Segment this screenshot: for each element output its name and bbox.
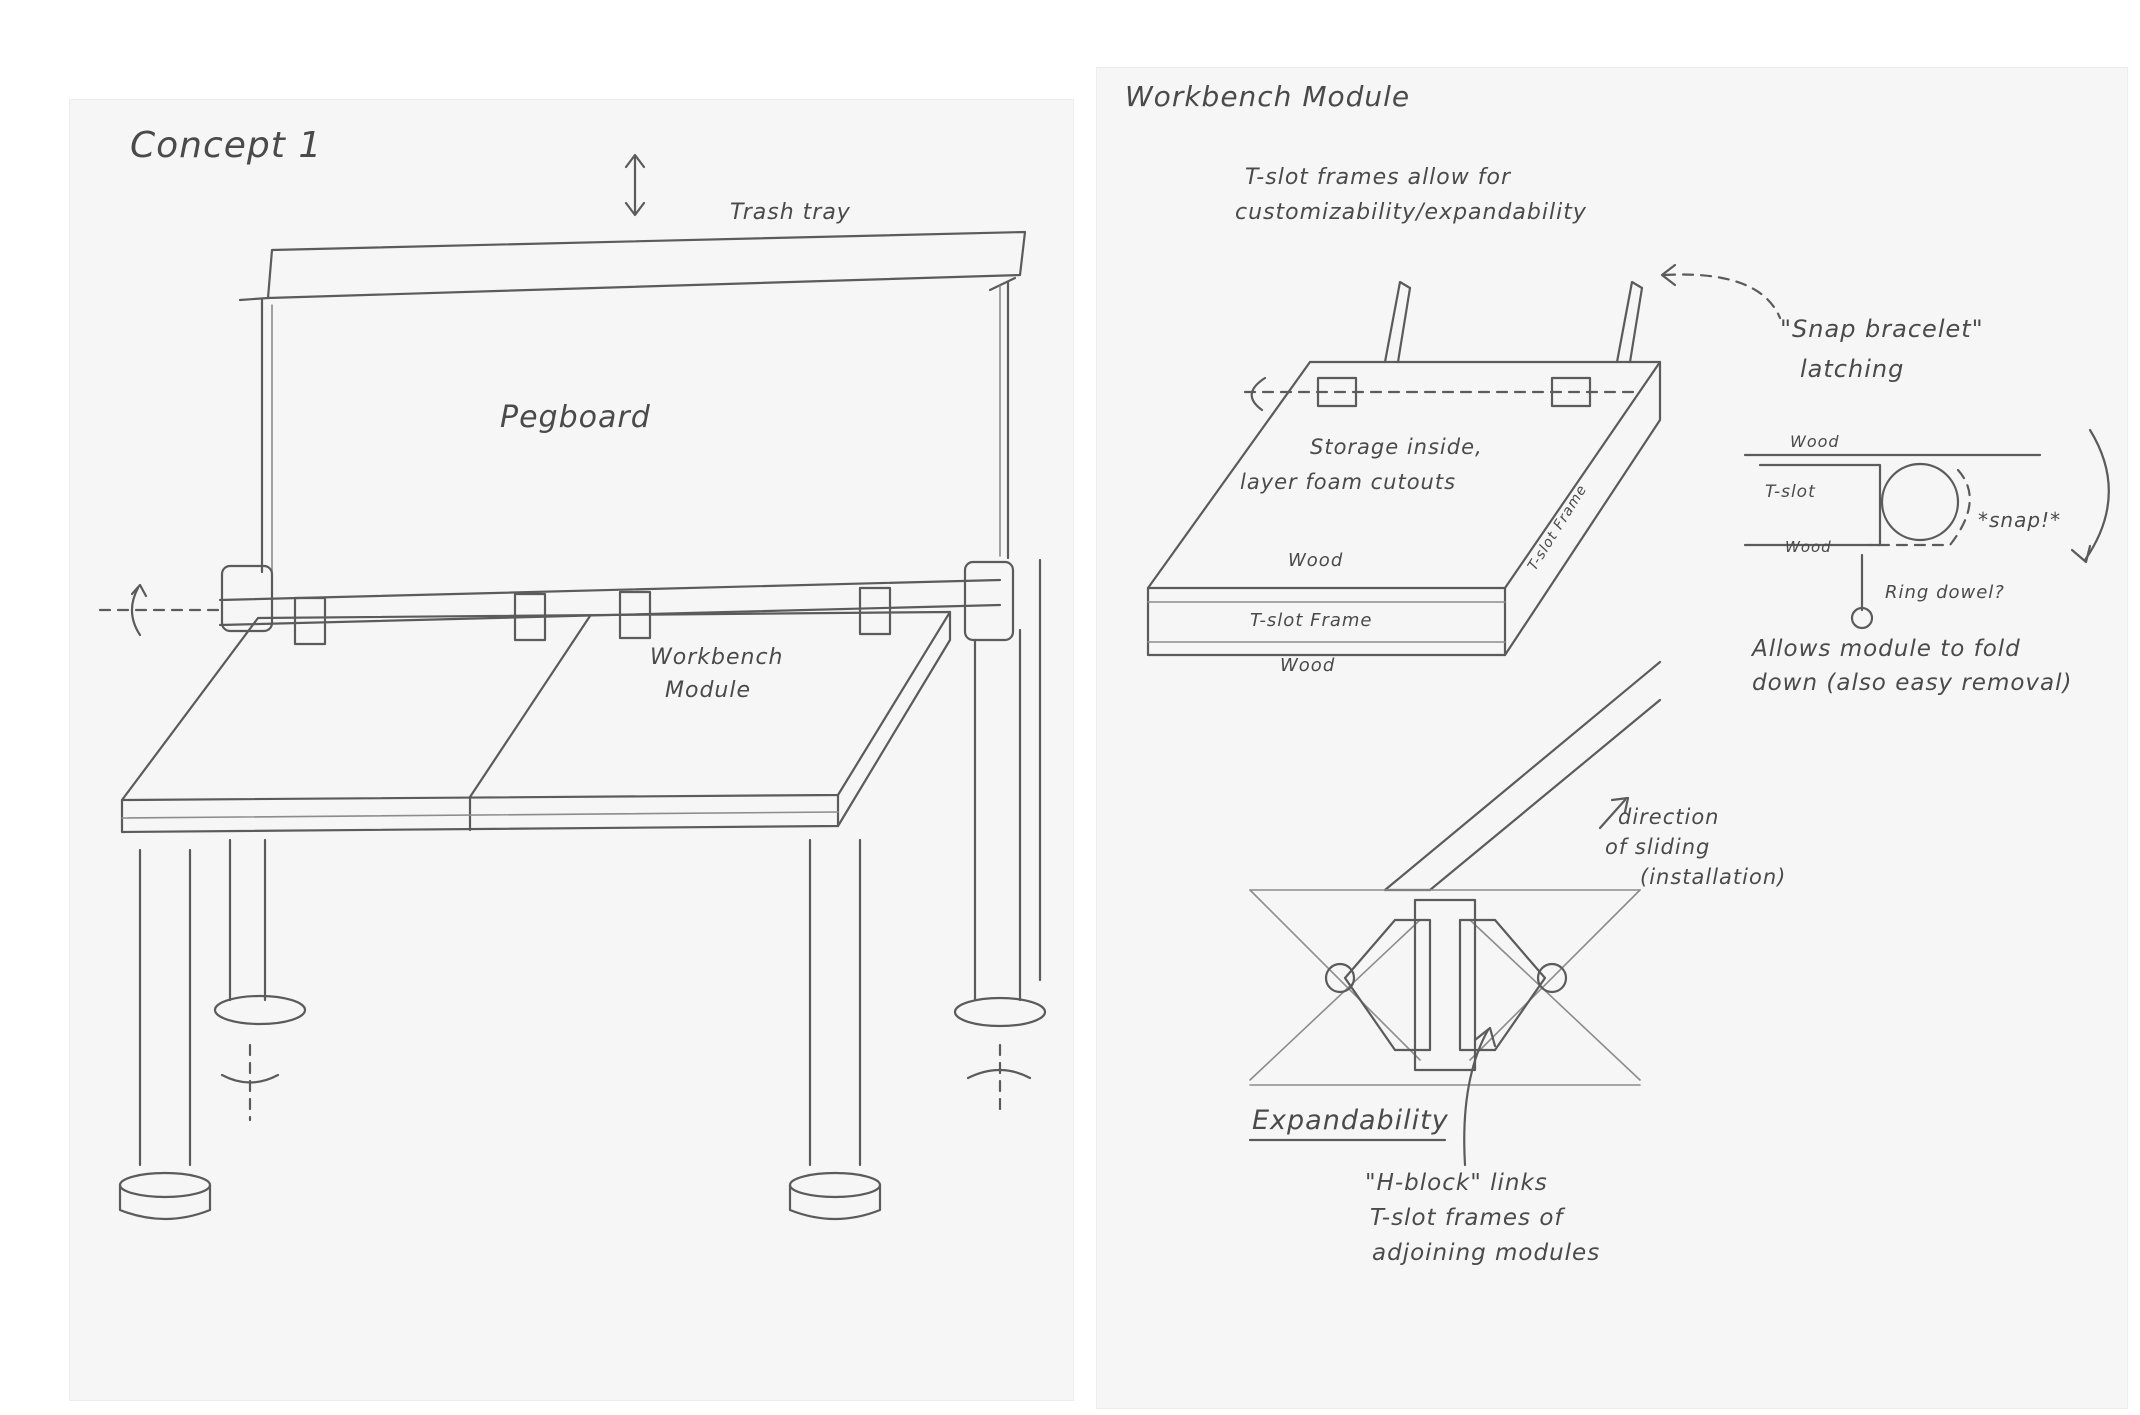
- sliding-note-line-1: direction: [1618, 805, 1720, 829]
- ring-dowel-label: Ring dowel?: [1885, 582, 2005, 603]
- trash-tray-shape: [240, 232, 1025, 300]
- vertical-adjust-arrow: [626, 155, 644, 215]
- latch-wood-bottom-label: Wood: [1785, 538, 1832, 556]
- workbench-module-label-1: Workbench: [650, 645, 783, 670]
- expandability-label: Expandability: [1252, 1105, 1449, 1136]
- snap-bracelet-label-2: latching: [1800, 355, 1904, 383]
- tslot-frame-front-label: T-slot Frame: [1250, 610, 1373, 631]
- concept-title: Concept 1: [130, 125, 322, 166]
- h-block-note-line-3: adjoining modules: [1372, 1240, 1600, 1266]
- pegboard-label: Pegboard: [500, 400, 651, 435]
- sliding-note-line-2: of sliding: [1605, 835, 1710, 859]
- storage-label-1: Storage inside,: [1310, 435, 1483, 459]
- workbench-top: [122, 612, 950, 832]
- workbench-legs: [120, 560, 1045, 1219]
- trash-tray-label: Trash tray: [730, 200, 851, 225]
- workbench-module-label-2: Module: [665, 678, 751, 703]
- h-block-note-line-1: "H-block" links: [1365, 1170, 1548, 1196]
- hinge-rod: [100, 562, 1013, 644]
- fold-note-line-2: down (also easy removal): [1752, 670, 2073, 696]
- module-title: Workbench Module: [1125, 80, 1410, 113]
- sliding-note-line-3: (installation): [1640, 865, 1786, 889]
- tslot-note-line-1: T-slot frames allow for: [1245, 165, 1511, 190]
- storage-label-2: layer foam cutouts: [1240, 470, 1456, 494]
- snap-bracelet-arrow: [1662, 265, 1780, 318]
- tslot-note-line-2: customizability/expandability: [1235, 200, 1587, 225]
- wood-bottom-label: Wood: [1280, 655, 1335, 676]
- snap-word-label: *snap!*: [1978, 508, 2061, 532]
- latch-wood-top-label: Wood: [1790, 432, 1840, 451]
- wood-top-label: Wood: [1288, 550, 1343, 571]
- fold-note-line-1: Allows module to fold: [1752, 636, 2021, 662]
- latch-tslot-label: T-slot: [1765, 482, 1816, 502]
- snap-bracelet-label-1: "Snap bracelet": [1780, 315, 1984, 343]
- module-box: [1148, 282, 1660, 655]
- h-block-note-line-2: T-slot frames of: [1370, 1205, 1564, 1231]
